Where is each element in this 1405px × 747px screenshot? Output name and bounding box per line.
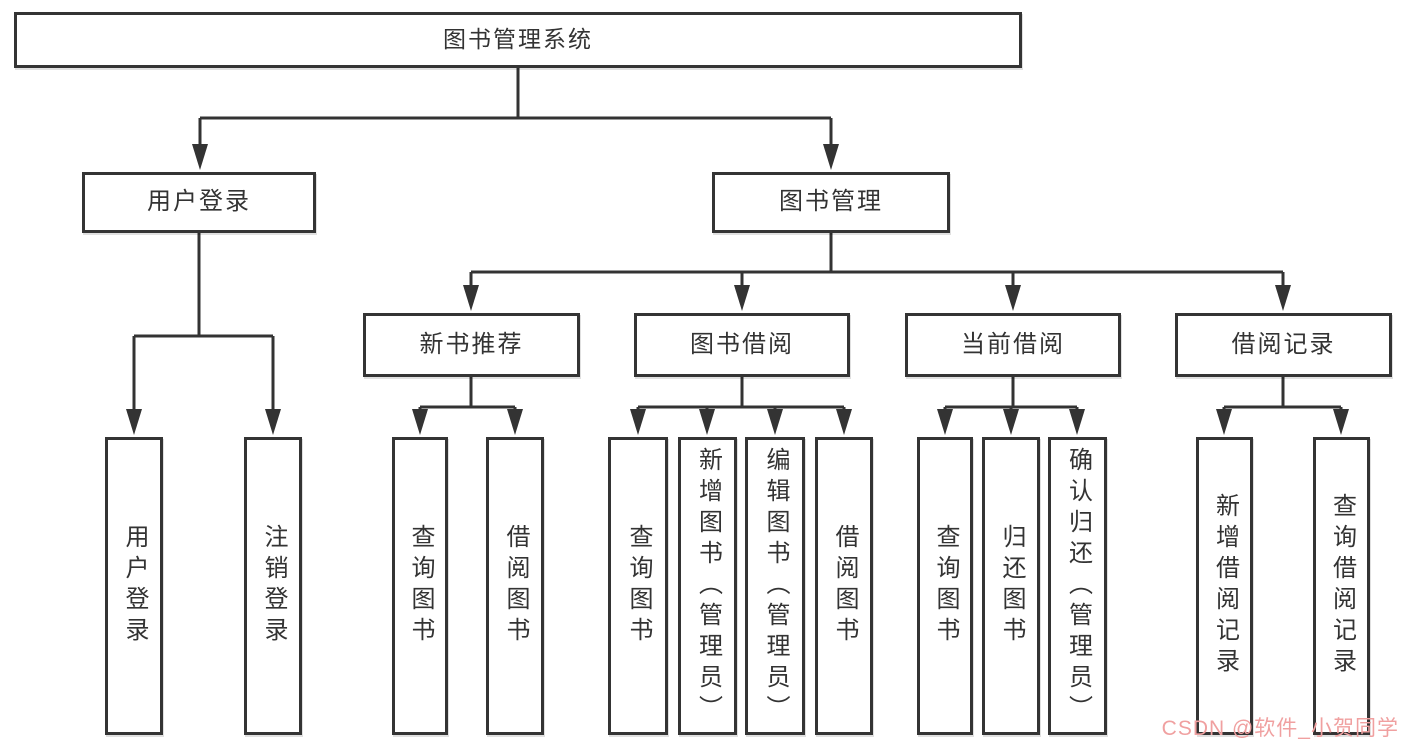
node-new-book-recommend: 新书推荐 bbox=[363, 313, 580, 377]
node-leaf-confirm-return-admin: 确认归还（管理员） bbox=[1048, 437, 1107, 735]
node-label: 新书推荐 bbox=[419, 330, 524, 358]
node-label: 借阅记录 bbox=[1231, 330, 1336, 358]
node-label: 图书管理系统 bbox=[443, 26, 593, 53]
node-borrowing-records: 借阅记录 bbox=[1175, 313, 1392, 377]
watermark-text: CSDN @软件_小贺同学 bbox=[1161, 717, 1399, 740]
node-leaf-borrow-books: 借阅图书 bbox=[815, 437, 873, 735]
node-label: 图书借阅 bbox=[690, 330, 794, 358]
node-leaf-query-books: 查询图书 bbox=[917, 437, 973, 735]
connector-root-to-level2 bbox=[192, 68, 839, 170]
node-label: 新增图书（管理员） bbox=[694, 446, 722, 726]
node-leaf-query-borrow-record: 查询借阅记录 bbox=[1313, 437, 1370, 735]
node-label: 编辑图书（管理员） bbox=[762, 446, 789, 726]
node-label: 用户登录 bbox=[121, 524, 148, 648]
node-label: 借阅图书 bbox=[831, 524, 858, 648]
node-label: 确认归还（管理员） bbox=[1064, 446, 1092, 726]
node-leaf-add-borrow-record: 新增借阅记录 bbox=[1196, 437, 1253, 735]
node-book-borrowing: 图书借阅 bbox=[634, 313, 850, 377]
node-leaf-add-books-admin: 新增图书（管理员） bbox=[678, 437, 737, 735]
node-leaf-borrow-books: 借阅图书 bbox=[486, 437, 544, 735]
node-label: 查询图书 bbox=[407, 524, 434, 648]
node-label: 借阅图书 bbox=[502, 524, 529, 648]
node-label: 用户登录 bbox=[147, 188, 251, 216]
node-label: 归还图书 bbox=[998, 524, 1025, 648]
node-label: 查询借阅记录 bbox=[1328, 493, 1356, 679]
node-user-login: 用户登录 bbox=[82, 172, 316, 233]
node-current-borrowing: 当前借阅 bbox=[905, 313, 1121, 377]
node-label: 当前借阅 bbox=[961, 330, 1065, 358]
node-leaf-edit-books-admin: 编辑图书（管理员） bbox=[745, 437, 805, 735]
node-leaf-user-login: 用户登录 bbox=[105, 437, 163, 735]
node-label: 查询图书 bbox=[625, 524, 652, 648]
connector-new-book-rec-children bbox=[412, 377, 523, 435]
node-label: 查询图书 bbox=[932, 524, 959, 648]
node-label: 图书管理 bbox=[779, 188, 883, 216]
connector-user-login-children bbox=[126, 233, 281, 435]
connector-borrow-records-children bbox=[1216, 377, 1349, 435]
connector-current-borrow-children bbox=[937, 377, 1085, 435]
node-library-system: 图书管理系统 bbox=[14, 12, 1022, 68]
node-book-management: 图书管理 bbox=[712, 172, 950, 233]
node-leaf-return-books: 归还图书 bbox=[982, 437, 1040, 735]
connector-book-mgmt-children bbox=[463, 233, 1291, 311]
node-leaf-query-books: 查询图书 bbox=[392, 437, 448, 735]
node-leaf-logout: 注销登录 bbox=[244, 437, 302, 735]
node-leaf-query-books: 查询图书 bbox=[608, 437, 668, 735]
connector-book-borrow-children bbox=[630, 377, 852, 435]
node-label: 新增借阅记录 bbox=[1211, 493, 1239, 679]
node-label: 注销登录 bbox=[260, 524, 287, 648]
